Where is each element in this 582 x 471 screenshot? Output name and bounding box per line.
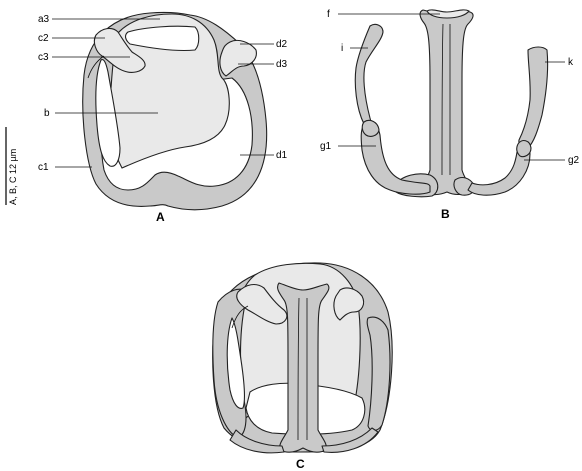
cell-top-window xyxy=(125,25,200,52)
arc-left xyxy=(360,122,431,195)
label-c2: c2 xyxy=(38,33,49,44)
panel-label-c: C xyxy=(296,457,305,471)
combined-column-groove-1 xyxy=(297,297,300,441)
label-c1: c1 xyxy=(38,162,49,173)
label-g2: g2 xyxy=(568,155,580,166)
label-i: i xyxy=(341,43,343,54)
label-d1: d1 xyxy=(276,150,288,161)
panel-label-b: B xyxy=(441,207,450,221)
cell-lobe-c3 xyxy=(93,27,146,73)
label-c3: c3 xyxy=(38,52,49,63)
combined-arc-right xyxy=(321,427,379,453)
panel-label-a: A xyxy=(156,210,165,224)
apical-column-top xyxy=(426,9,470,19)
combined-left-lobe xyxy=(236,283,288,325)
scale-bar: A, B, C 12 µm xyxy=(5,127,18,205)
fin-left xyxy=(354,23,384,126)
fin-right-joint xyxy=(516,139,532,158)
combined-left-lobe-stroke xyxy=(231,305,249,329)
panel-a-drawing xyxy=(82,11,268,211)
label-b: b xyxy=(44,108,50,119)
label-d3: d3 xyxy=(276,59,288,70)
label-d2: d2 xyxy=(276,39,288,50)
cell-lobe-d2 xyxy=(219,39,257,77)
combined-left-slit xyxy=(226,317,246,409)
apical-column xyxy=(419,9,474,196)
combined-arc-left xyxy=(229,429,285,454)
label-k: k xyxy=(568,57,574,68)
label-g1: g1 xyxy=(320,141,332,152)
label-a3: a3 xyxy=(38,14,50,25)
panel-c-drawing xyxy=(212,262,393,454)
apical-column-inner-groove xyxy=(441,23,444,176)
panel-b-drawing xyxy=(354,9,549,198)
scale-bar-label: A, B, C 12 µm xyxy=(8,149,18,205)
fin-left-joint xyxy=(361,119,380,137)
combined-right-lobe xyxy=(333,287,365,321)
fin-right xyxy=(518,46,549,150)
label-f: f xyxy=(327,9,330,20)
